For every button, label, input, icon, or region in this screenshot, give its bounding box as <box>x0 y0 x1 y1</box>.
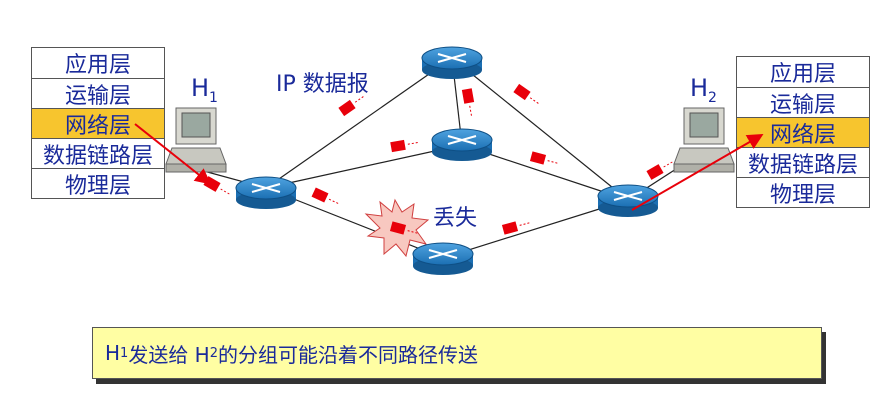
left-layer-transport: 运输层 <box>32 78 164 109</box>
packet-icon <box>203 176 230 195</box>
link-r4-r5 <box>442 199 629 259</box>
right-layer-transport: 运输层 <box>737 87 869 118</box>
h2-network-up-arrow <box>631 133 764 211</box>
right-layer-network: 网络层 <box>737 117 869 148</box>
caption-h2-sub: 2 <box>209 345 219 361</box>
host1-label: H1 <box>191 74 218 106</box>
right-protocol-stack: 应用层 运输层 网络层 数据链路层 物理层 <box>736 56 870 208</box>
right-layer-application: 应用层 <box>769 62 836 87</box>
packet-icon <box>338 96 364 117</box>
router-r3-icon <box>431 128 493 161</box>
link-r2-r5 <box>451 57 629 201</box>
right-layer-datalink: 数据链路层 <box>737 147 869 178</box>
link-r1-r2 <box>265 57 453 189</box>
host1-subscript: 1 <box>209 89 218 106</box>
left-protocol-stack: 应用层 运输层 网络层 数据链路层 物理层 <box>31 47 165 199</box>
caption-h1-sub: 1 <box>120 345 129 361</box>
packet-icon <box>513 83 539 104</box>
caption-middle: 发送给 H <box>128 342 210 367</box>
host2-subscript: 2 <box>708 89 717 106</box>
router-r5-icon <box>597 184 659 217</box>
packet-icon <box>461 88 475 116</box>
host2-letter: H <box>690 74 709 102</box>
lost-label: 丢失 <box>433 206 478 231</box>
caption-h1: H <box>105 341 121 365</box>
ip-datagram-label: IP 数据报 <box>276 72 369 97</box>
h1-network-down-arrow <box>134 123 212 185</box>
packet-icon <box>529 151 558 165</box>
router-r1-icon <box>235 176 297 209</box>
router-r2-icon <box>421 46 483 79</box>
left-layer-network: 网络层 <box>32 108 164 139</box>
lost-packet-icon <box>389 221 418 235</box>
right-layer-physical: 物理层 <box>737 177 869 208</box>
host1-computer-icon <box>165 107 227 173</box>
host1-letter: H <box>191 74 210 102</box>
packets <box>203 83 673 235</box>
packet-icon <box>501 221 530 235</box>
host2-label: H2 <box>690 74 717 106</box>
caption-end: 的分组可能沿着不同路径传送 <box>218 342 479 367</box>
left-layer-application: 应用层 <box>64 53 131 78</box>
router-r4-icon <box>412 242 474 275</box>
packet-icon <box>311 187 339 204</box>
packet-icon <box>390 139 418 153</box>
left-layer-physical: 物理层 <box>32 168 164 199</box>
left-layer-datalink: 数据链路层 <box>32 138 164 169</box>
link-r1-r3 <box>265 144 463 189</box>
host2-computer-icon <box>673 107 735 173</box>
packet-icon <box>646 161 673 180</box>
